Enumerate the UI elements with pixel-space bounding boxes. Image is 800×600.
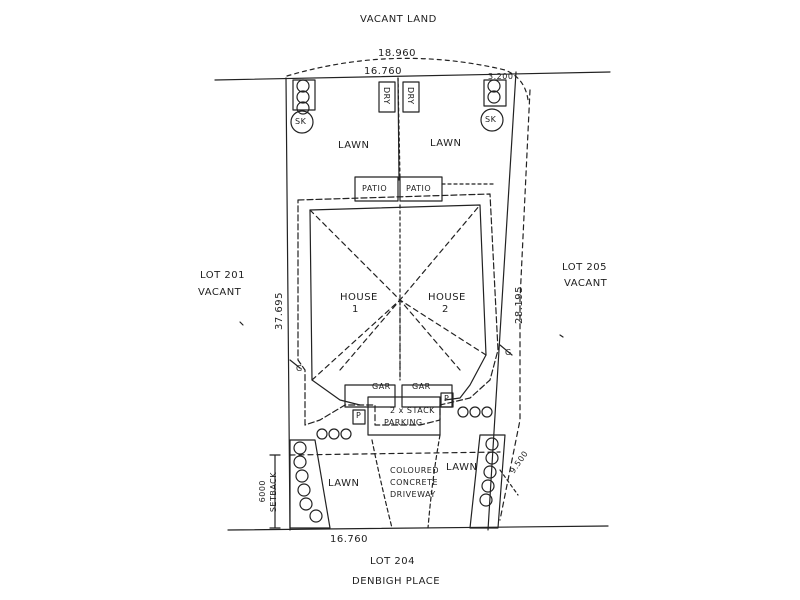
gate-right [499, 344, 513, 356]
shrub [293, 455, 307, 469]
shrub [340, 428, 352, 440]
shrub [457, 406, 469, 418]
shrub [309, 509, 323, 523]
setback-dimension-line [269, 454, 281, 529]
p-box-left [352, 409, 366, 425]
shrub [295, 469, 309, 483]
dimension-3200: 3.200 [488, 72, 514, 81]
roof-valley [339, 299, 461, 371]
shrub [487, 79, 501, 93]
patio-left [354, 176, 399, 202]
shrub [469, 406, 481, 418]
driveway-outline [371, 434, 441, 529]
shrub [297, 483, 311, 497]
setback-line [289, 451, 501, 456]
bottom-dimension: 16.760 [330, 534, 368, 545]
stack-parking-label-2: PARKING [384, 418, 423, 427]
stack-parking-box [367, 396, 441, 436]
shrub-bed-left [292, 79, 316, 111]
garage-left-label: GAR [372, 382, 391, 391]
dry-area-right [402, 81, 420, 113]
house-outline [297, 193, 499, 426]
top-dimension-arc [286, 57, 529, 101]
shrub-bed-right [483, 79, 507, 107]
stack-parking-label-1: 2 x STACK [390, 406, 435, 415]
sk-label-right: SK [485, 115, 497, 124]
shrub [316, 428, 328, 440]
shrub [299, 497, 313, 511]
shrub [487, 90, 501, 104]
top-outer-dimension: 18.960 [378, 48, 416, 59]
shrub [296, 79, 310, 93]
right-side-dimension: 28.195 [514, 286, 525, 324]
lawn-bottom-left-label: LAWN [328, 478, 360, 489]
setback-dimension-label: 6000 [258, 480, 267, 503]
gate-left [289, 359, 301, 369]
survey-mark [239, 321, 244, 326]
left-lot-line [285, 77, 291, 531]
p-box-right [440, 392, 454, 408]
gate-right-label: G [505, 348, 512, 357]
lot-204-label: LOT 204 [370, 556, 415, 567]
lawn-bottom-right-label: LAWN [446, 462, 478, 473]
house-2-label: HOUSE [428, 292, 466, 303]
setback-label: SETBACK [269, 472, 278, 513]
shrub [293, 441, 307, 455]
p-right-label: P [444, 394, 450, 403]
p-left-label: P [356, 411, 362, 420]
lot-205-label: LOT 205 [562, 262, 607, 273]
left-side-dimension: 37.695 [274, 292, 285, 330]
patio-left-label: PATIO [362, 184, 388, 193]
shrub [296, 101, 310, 115]
garage-right-label: GAR [412, 382, 431, 391]
shrub [481, 406, 493, 418]
lawn-top-left-label: LAWN [338, 140, 370, 151]
lot-201-label: LOT 201 [200, 270, 245, 281]
driveway-label-2: CONCRETE [390, 478, 439, 487]
house-2-number: 2 [442, 304, 449, 315]
shrub [479, 493, 493, 507]
garage-left [344, 384, 396, 408]
driveway-label-1: COLOURED [390, 466, 439, 475]
garage-right [401, 384, 453, 408]
driveway-label-3: DRIVEWAY [390, 490, 436, 499]
lot-201-vacant-label: VACANT [198, 287, 242, 298]
dry-area-left [378, 81, 396, 113]
street-name-label: DENBIGH PLACE [352, 576, 441, 587]
lot-205-vacant-label: VACANT [564, 278, 608, 289]
house-1-label: HOUSE [340, 292, 378, 303]
top-inner-dimension: 16.760 [364, 66, 402, 77]
patio-right [399, 176, 443, 202]
shrub [481, 479, 495, 493]
right-lot-line [487, 71, 517, 531]
dimension-9500-line [499, 469, 519, 496]
gate-left-label: G [296, 364, 303, 373]
survey-mark [559, 334, 564, 338]
shrub [485, 437, 499, 451]
dry-label-right: DRY [406, 87, 415, 105]
patio-right-label: PATIO [406, 184, 432, 193]
lawn-top-right-label: LAWN [430, 138, 462, 149]
bottom-boundary-line [227, 525, 609, 531]
septic-tank-right [480, 108, 504, 132]
shrub [485, 451, 499, 465]
top-boundary-line [214, 71, 611, 81]
left-garden-bed [289, 439, 331, 529]
right-lot-line-dashed [499, 89, 531, 521]
septic-tank-left [290, 110, 314, 134]
shrub [328, 428, 340, 440]
house-1-number: 1 [352, 304, 359, 315]
sk-label-left: SK [295, 117, 307, 126]
center-divider-solid [397, 77, 400, 181]
shrub [296, 90, 310, 104]
vacant-land-label: VACANT LAND [360, 14, 437, 25]
dry-label-left: DRY [382, 87, 391, 105]
right-garden-bed [469, 434, 506, 529]
shrub [483, 465, 497, 479]
house-walls [309, 204, 487, 406]
